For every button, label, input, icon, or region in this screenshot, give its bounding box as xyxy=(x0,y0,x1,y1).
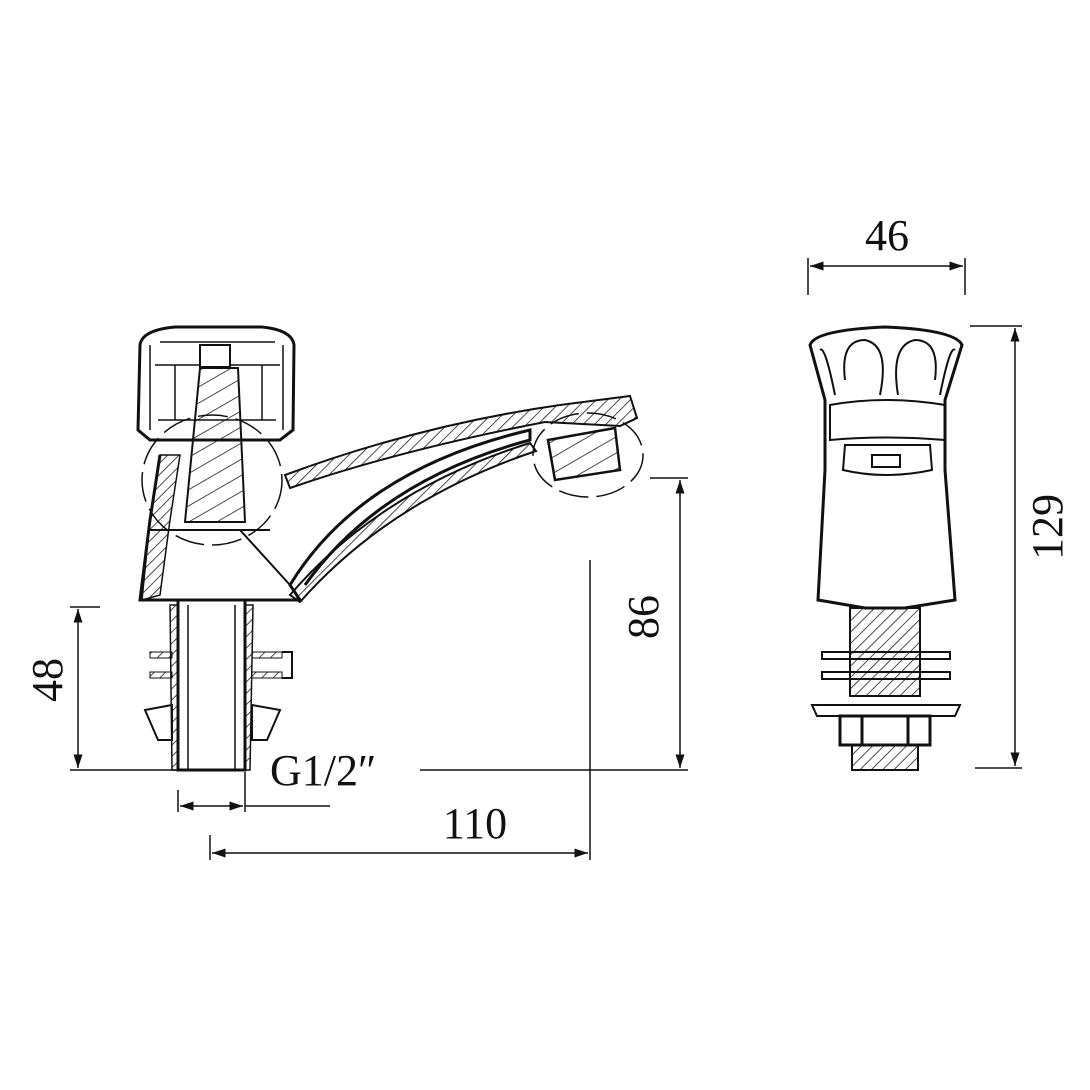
spindle xyxy=(183,367,247,523)
handle-screw xyxy=(199,344,231,368)
washers xyxy=(143,651,293,741)
spout-top-wall xyxy=(283,394,639,490)
aerator xyxy=(546,426,622,482)
front-collar xyxy=(829,399,946,442)
dimension-110-label: 110 xyxy=(443,799,507,848)
front-end-thread xyxy=(851,744,919,771)
spout-bottom-wall xyxy=(288,441,538,604)
handle-lobes xyxy=(843,338,937,396)
front-washer-2 xyxy=(821,671,951,680)
dimension-thread: G1/2″ xyxy=(177,746,376,812)
body-channel xyxy=(239,529,291,586)
body-inner xyxy=(138,428,532,602)
front-nut xyxy=(838,714,932,747)
front-washer-1 xyxy=(821,651,951,660)
front-flange xyxy=(810,704,962,717)
dimension-86-label: 86 xyxy=(619,595,668,639)
dimension-48: 48 xyxy=(23,606,140,771)
side-section-view xyxy=(136,325,644,772)
front-body-outline xyxy=(808,325,964,610)
front-outlet xyxy=(841,444,934,476)
handle-outline xyxy=(136,325,296,442)
dimension-129: 129 xyxy=(970,325,1072,769)
dimension-110: 110 xyxy=(209,560,591,860)
body-wall-left xyxy=(141,454,181,602)
dimension-46: 46 xyxy=(807,211,966,295)
dimension-46-label: 46 xyxy=(865,211,909,260)
detail-circle-aerator xyxy=(532,412,644,498)
dimension-129-label: 129 xyxy=(1023,494,1072,560)
dimension-thread-label: G1/2″ xyxy=(270,746,376,795)
shank-thread xyxy=(169,604,254,771)
front-view xyxy=(808,325,964,771)
dimension-86: 86 xyxy=(619,477,688,768)
dimension-48-label: 48 xyxy=(23,658,72,702)
detail-circle-valve xyxy=(141,414,283,546)
